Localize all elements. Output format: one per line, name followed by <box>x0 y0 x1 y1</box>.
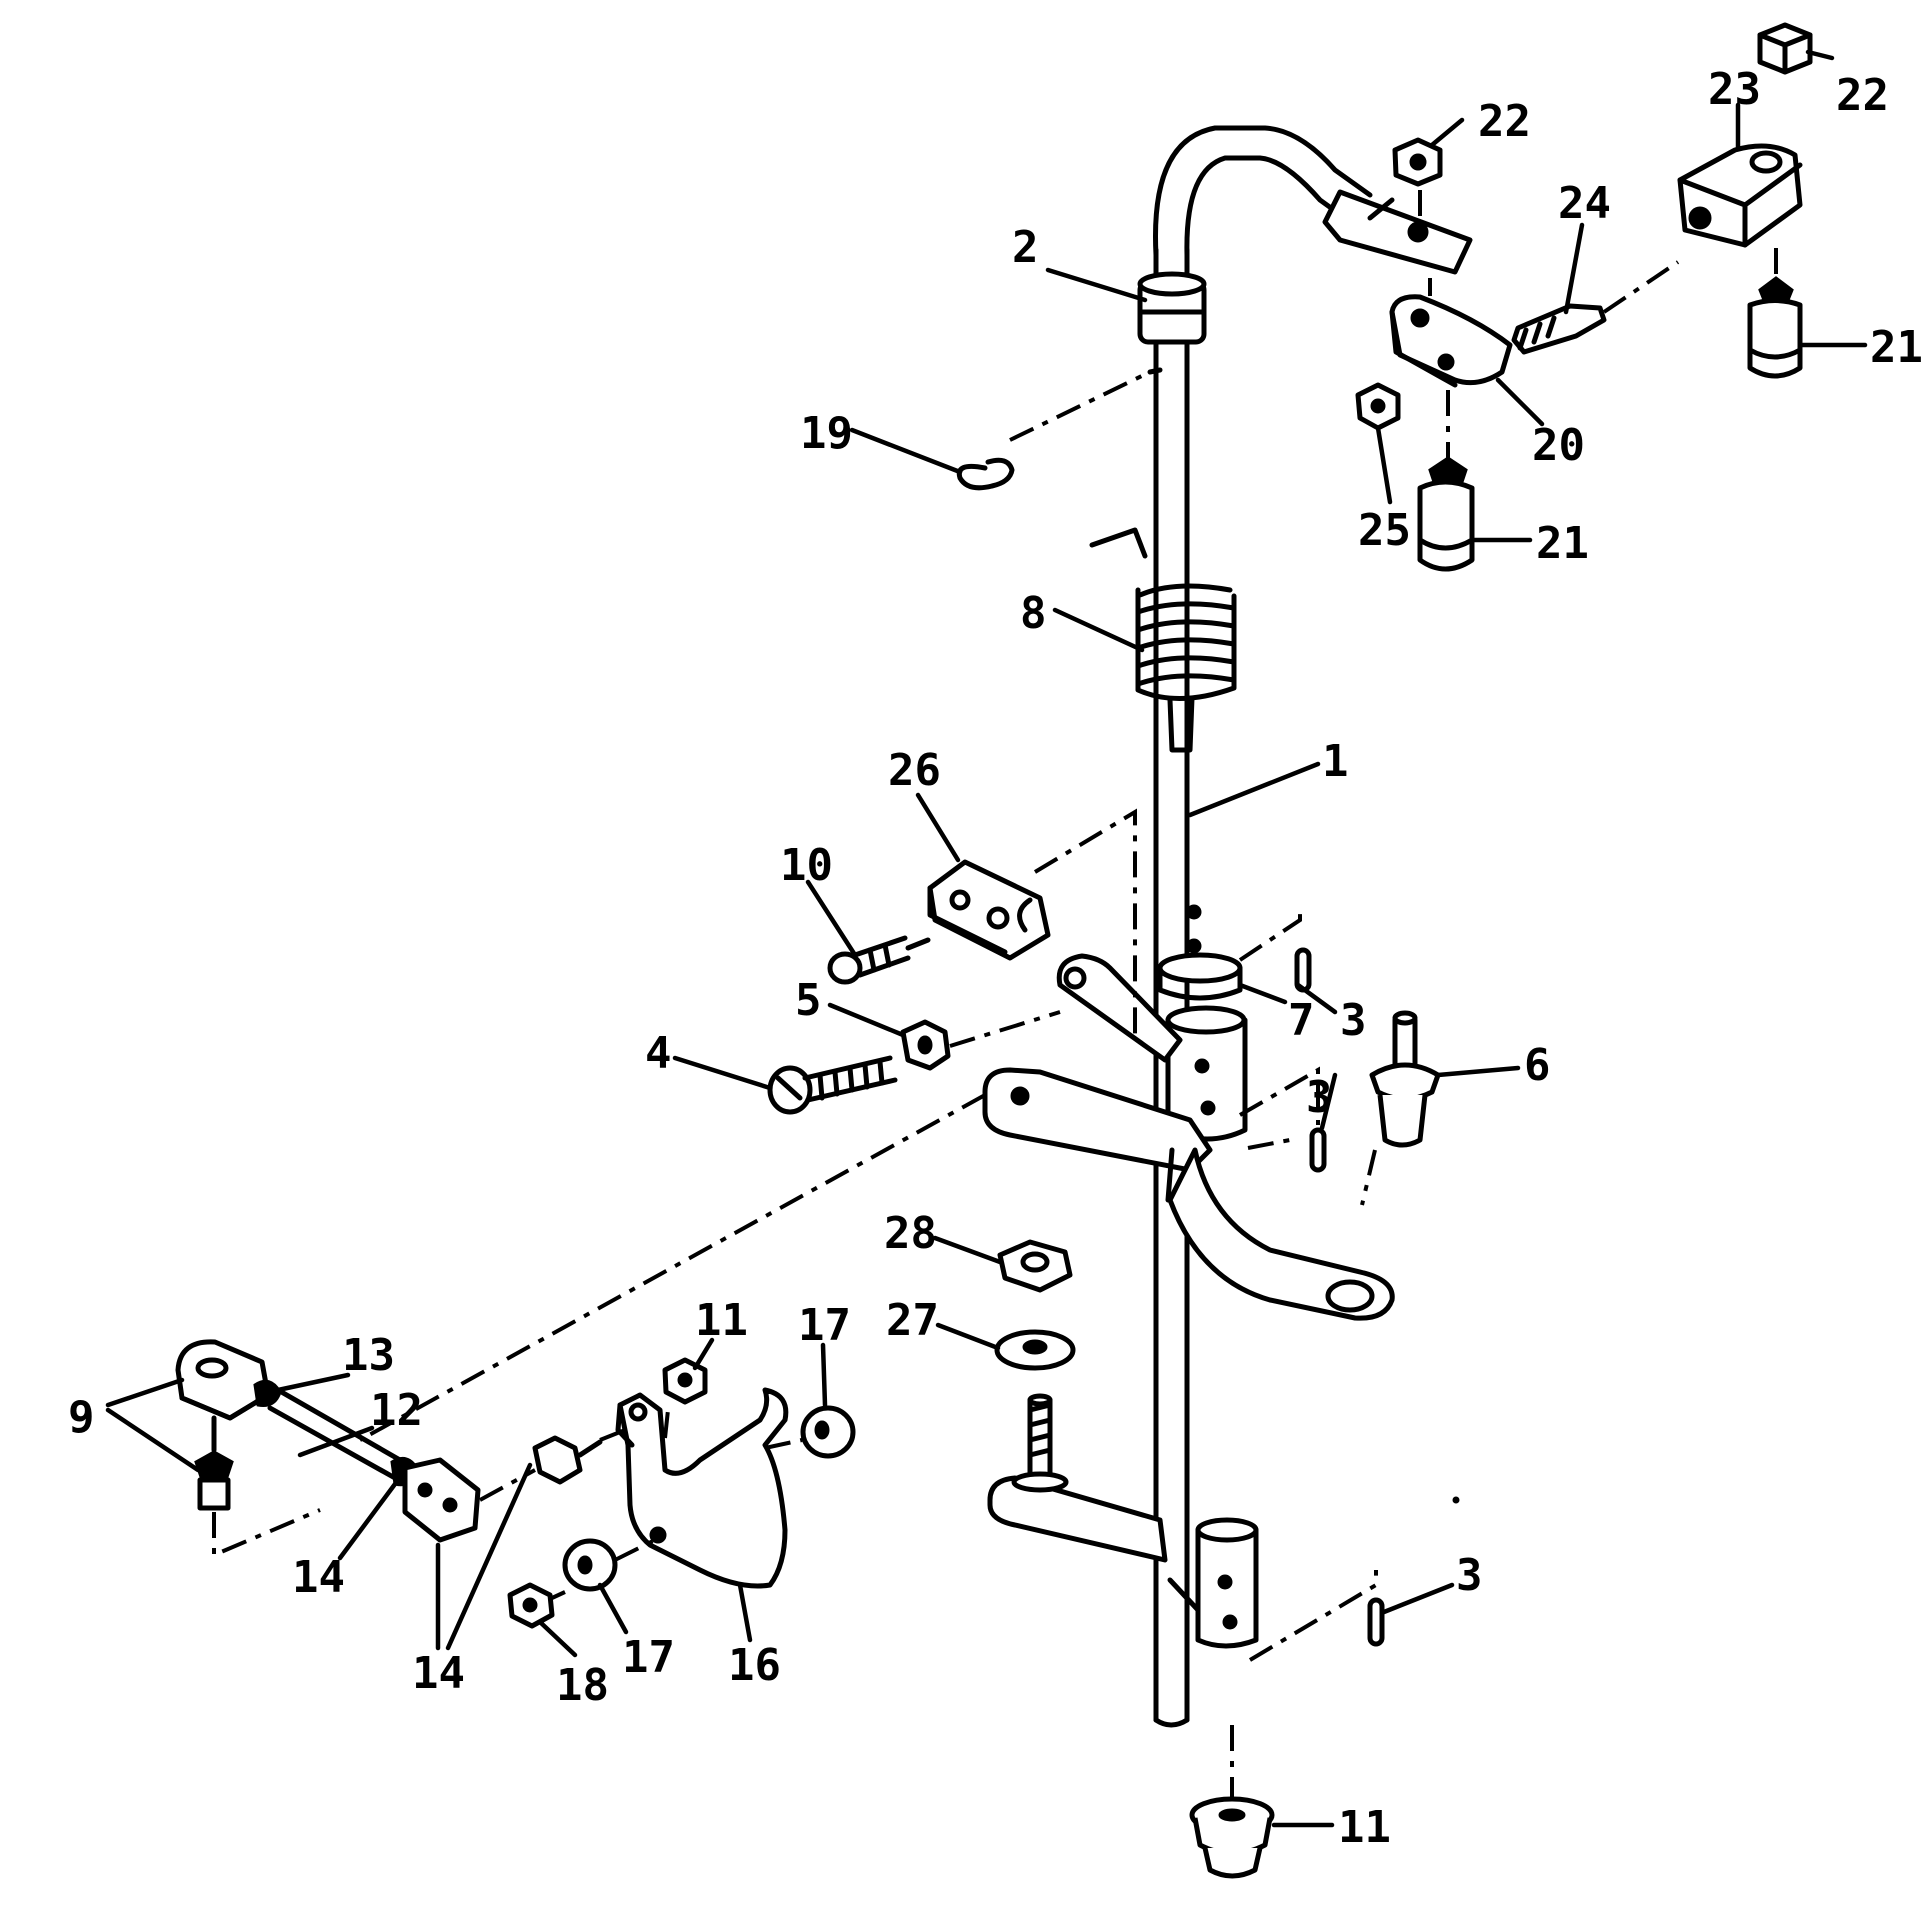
upper-lever <box>982 953 1395 1321</box>
block-part-23 <box>1677 143 1803 276</box>
assembly-line <box>359 1093 986 1442</box>
callout-5: 5 <box>795 975 822 1026</box>
callout-19: 19 <box>800 408 853 459</box>
callout-7: 7 <box>1288 995 1315 1046</box>
screw-part-21-lower <box>1417 390 1475 572</box>
collar-part-7 <box>1157 904 1243 1001</box>
callout-labels: 2 22 22 23 24 21 20 25 21 19 8 1 26 10 5… <box>68 64 1923 1853</box>
lower-lever <box>987 1393 1259 1649</box>
washer-part-17-right <box>764 1405 856 1459</box>
callout-14-upper: 13 <box>342 1330 395 1381</box>
spring-part-8 <box>1089 527 1237 753</box>
callout-12: 11 <box>695 1295 748 1346</box>
callout-3-mid: 3 <box>1306 1072 1333 1123</box>
callout-8: 8 <box>1020 588 1047 639</box>
callout-3-upper: 3 <box>1340 995 1367 1046</box>
speck-dot <box>1452 1496 1460 1504</box>
callout-21-lower: 21 <box>1536 518 1589 569</box>
bracket-part-20 <box>1389 278 1513 388</box>
callout-21-upper: 21 <box>1870 322 1923 373</box>
callout-13: 12 <box>370 1385 423 1436</box>
callout-10: 10 <box>780 840 833 891</box>
callout-14-lower: 14 <box>292 1552 345 1603</box>
callout-24: 24 <box>1558 178 1611 229</box>
nut-part-12 <box>662 1357 708 1405</box>
nut-part-18 <box>507 1582 566 1629</box>
callout-3-lower: 3 <box>1456 1550 1483 1601</box>
grommet-part-11 <box>1189 1725 1275 1879</box>
callout-16: 16 <box>728 1640 781 1691</box>
pins-part-3 <box>1238 905 1385 1662</box>
nut-part-22-top <box>1757 22 1813 75</box>
nut-part-25 <box>1355 382 1401 431</box>
callout-17-left: 17 <box>622 1632 675 1683</box>
leader-lines <box>105 49 1868 1828</box>
nut-part-5 <box>900 1010 1061 1071</box>
clamp-block-part-26 <box>927 808 1137 1038</box>
washer-part-27 <box>994 1329 1076 1371</box>
screw-part-4 <box>767 1055 898 1115</box>
callout-9: 9 <box>68 1392 95 1443</box>
callout-17-right: 17 <box>798 1300 851 1351</box>
callout-25: 25 <box>1358 505 1411 556</box>
callout-15: 14 <box>412 1648 465 1699</box>
callout-11: 11 <box>1338 1802 1391 1853</box>
callout-27: 27 <box>886 1295 939 1346</box>
callout-20: 20 <box>1532 420 1585 471</box>
callout-18: 18 <box>556 1660 609 1711</box>
callout-1: 1 <box>1322 736 1349 787</box>
cam-plate-part-16 <box>615 1387 789 1589</box>
callout-6: 6 <box>1524 1040 1551 1091</box>
callout-23: 23 <box>1708 64 1761 115</box>
callout-2: 2 <box>1012 222 1039 273</box>
rod-part-24 <box>1511 260 1680 355</box>
callout-22-top: 22 <box>1836 70 1889 121</box>
left-linkage <box>175 1339 631 1559</box>
screw-part-21-upper <box>1747 276 1803 379</box>
bushing-part-2 <box>1137 271 1207 345</box>
nut-part-22-mid <box>1392 137 1443 232</box>
callout-22-mid: 22 <box>1478 96 1531 147</box>
callout-4: 4 <box>645 1028 672 1079</box>
shaft-part-1 <box>1152 125 1473 1728</box>
nut-part-28 <box>997 1239 1073 1293</box>
stud-part-6 <box>1360 1010 1441 1206</box>
screw-part-10 <box>827 935 931 985</box>
callout-28: 28 <box>884 1208 937 1259</box>
e-clip-part-19 <box>956 367 1163 491</box>
washer-part-17-left <box>562 1538 656 1592</box>
callout-26: 26 <box>888 745 941 796</box>
